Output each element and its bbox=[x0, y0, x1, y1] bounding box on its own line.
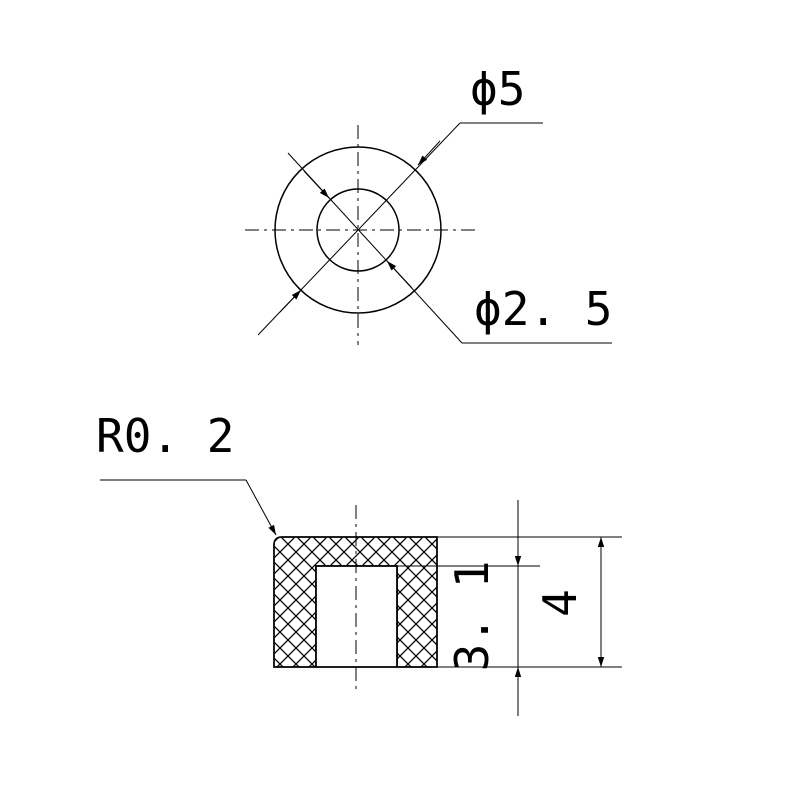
outer-circle bbox=[274, 146, 442, 314]
fillet-leader-arrow bbox=[245, 479, 277, 536]
inner-depth-label: 3. 1 bbox=[445, 561, 499, 672]
outer-diameter-arrow-top bbox=[417, 140, 441, 166]
inner-diameter-label: ϕ2. 5 bbox=[474, 282, 612, 336]
inner-circle bbox=[316, 188, 400, 272]
section-outline bbox=[273, 536, 438, 668]
inner-diameter-arrow-upper bbox=[303, 170, 330, 199]
fillet-radius-label: R0. 2 bbox=[96, 409, 234, 463]
outer-diameter-arrow-bottom bbox=[279, 289, 302, 313]
total-height-label: 4 bbox=[533, 589, 587, 617]
outer-diameter-label: ϕ5 bbox=[470, 62, 525, 116]
inner-diameter-arrow-lower bbox=[386, 260, 413, 289]
section-view bbox=[100, 479, 622, 716]
top-view bbox=[245, 122, 612, 345]
